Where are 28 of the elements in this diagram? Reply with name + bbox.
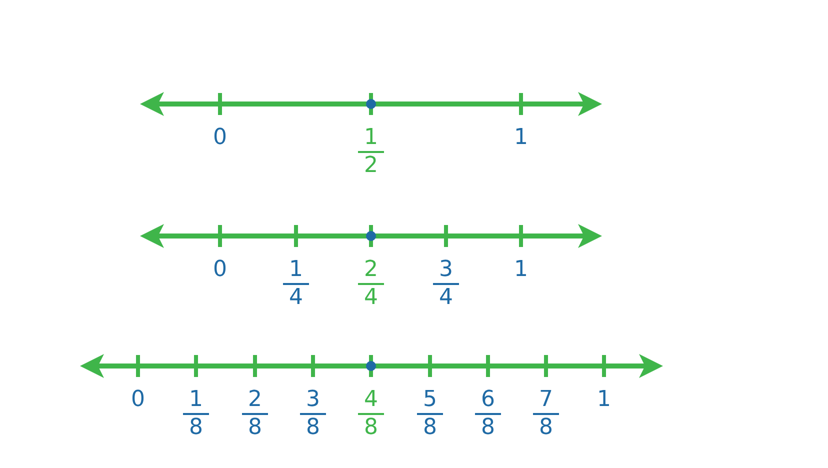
- denominator: 4: [289, 286, 303, 310]
- numerator: 1: [364, 126, 378, 150]
- denominator: 8: [189, 416, 203, 440]
- denominator: 8: [306, 416, 320, 440]
- numerator: 2: [248, 388, 262, 412]
- tick-label: 0: [213, 126, 227, 150]
- numerator: 1: [289, 258, 303, 282]
- numerator: 2: [364, 258, 378, 282]
- tick-label: 1: [514, 126, 528, 150]
- denominator: 8: [539, 416, 553, 440]
- denominator: 4: [439, 286, 453, 310]
- numerator: 3: [306, 388, 320, 412]
- tick-label: 1: [597, 388, 611, 412]
- denominator: 8: [364, 416, 378, 440]
- denominator: 2: [364, 154, 378, 178]
- numerator: 1: [189, 388, 203, 412]
- numerator: 3: [439, 258, 453, 282]
- tick-label: 1: [514, 258, 528, 282]
- denominator: 8: [481, 416, 495, 440]
- tick-label: 0: [213, 258, 227, 282]
- denominator: 8: [248, 416, 262, 440]
- tick-label: 0: [131, 388, 145, 412]
- denominator: 4: [364, 286, 378, 310]
- numerator: 6: [481, 388, 495, 412]
- numerator: 5: [423, 388, 437, 412]
- numerator: 7: [539, 388, 553, 412]
- denominator: 8: [423, 416, 437, 440]
- numerator: 4: [364, 388, 378, 412]
